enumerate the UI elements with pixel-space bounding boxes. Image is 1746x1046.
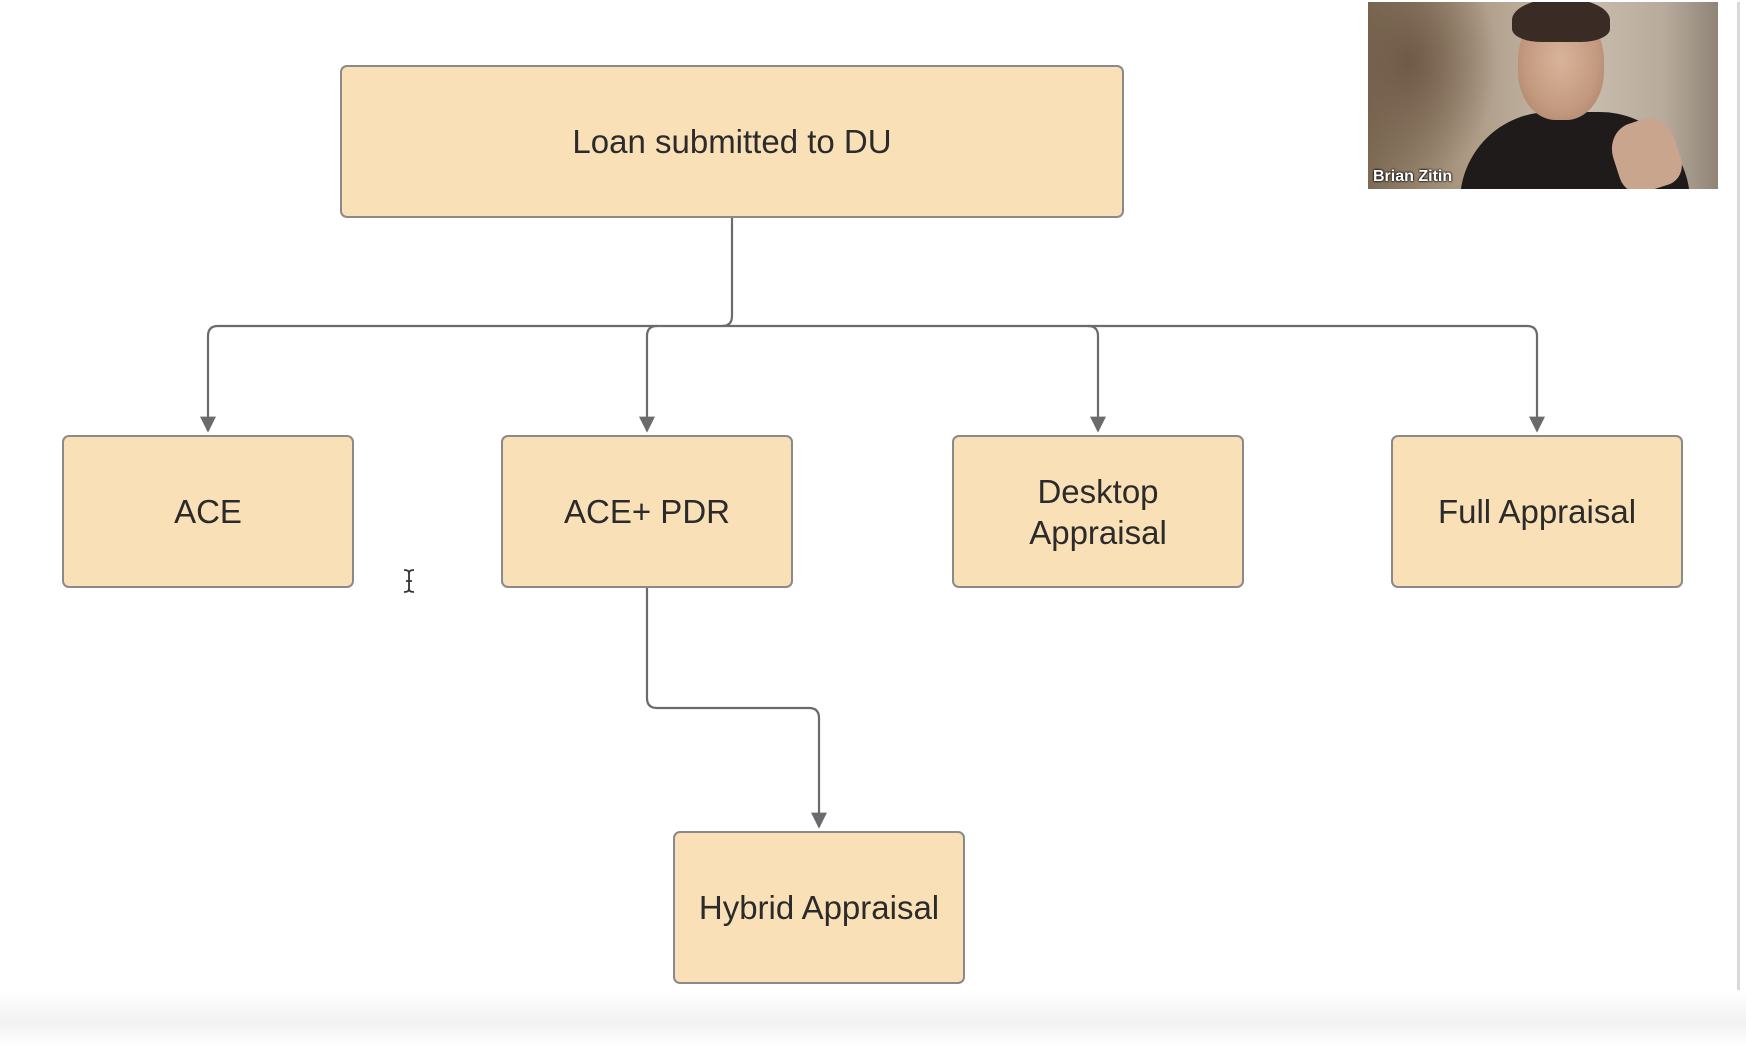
participant-video-tile[interactable]: Brian Zitin [1368, 2, 1718, 189]
connector-to-hybrid-appraisal [645, 588, 827, 829]
node-hybrid-appraisal[interactable]: Hybrid Appraisal [673, 831, 965, 984]
connector-root-trunk [218, 218, 734, 328]
connector-to-ace [200, 324, 219, 433]
node-loan-submitted-to-du[interactable]: Loan submitted to DU [340, 65, 1124, 218]
slide-bottom-edge [0, 990, 1746, 1046]
node-full-appraisal[interactable]: Full Appraisal [1391, 435, 1683, 588]
node-ace-pdr[interactable]: ACE+ PDR [501, 435, 793, 588]
connector-root-right [722, 324, 1539, 337]
participant-name-label: Brian Zitin [1373, 168, 1453, 185]
node-desktop-appraisal[interactable]: Desktop Appraisal [952, 435, 1244, 588]
text-cursor-icon [403, 569, 415, 593]
connector-to-desktop-appraisal [1087, 324, 1106, 433]
node-ace[interactable]: ACE [62, 435, 354, 588]
participant-hair [1512, 2, 1610, 42]
connector-to-ace-pdr [639, 324, 658, 433]
